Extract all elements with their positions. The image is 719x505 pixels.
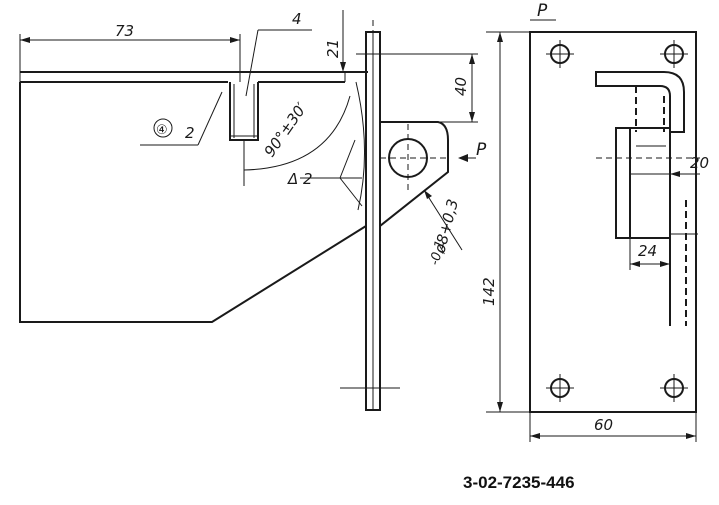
- hinge-ear-front: [596, 127, 700, 326]
- weld-symbol: ④: [156, 123, 168, 138]
- stud-part-4: [229, 82, 259, 141]
- weld-leg-2: 2: [185, 124, 195, 142]
- dim-73: 73: [115, 22, 134, 40]
- angle-dim: 90°±30′: [261, 99, 311, 160]
- plate-outline: [19, 82, 367, 323]
- dim-21: 21: [324, 39, 342, 58]
- part-number-label: 4: [292, 10, 302, 28]
- dim-142: 142: [480, 277, 498, 306]
- dim-60: 60: [594, 416, 613, 434]
- view-p: P 142 60: [480, 1, 709, 442]
- weld-callout-right: Δ 2: [287, 170, 313, 188]
- mounting-holes: [546, 40, 688, 402]
- drawing-number: 3-02-7235-446: [463, 473, 575, 492]
- view-label: P: [537, 1, 548, 21]
- dim-24: 24: [638, 242, 657, 260]
- hinge-ear: [379, 121, 449, 227]
- hole-tol: -0,1: [427, 239, 448, 267]
- bent-bar: [595, 71, 685, 133]
- dim-40: 40: [452, 77, 470, 96]
- vertical-plate: [340, 20, 400, 411]
- side-view: 73 4 ④ 2 90°±30′ Δ 2 21 40 P: [19, 10, 487, 411]
- dim-20: 20: [690, 154, 709, 172]
- plate-front: [529, 31, 697, 413]
- view-arrow-label: P: [476, 140, 487, 160]
